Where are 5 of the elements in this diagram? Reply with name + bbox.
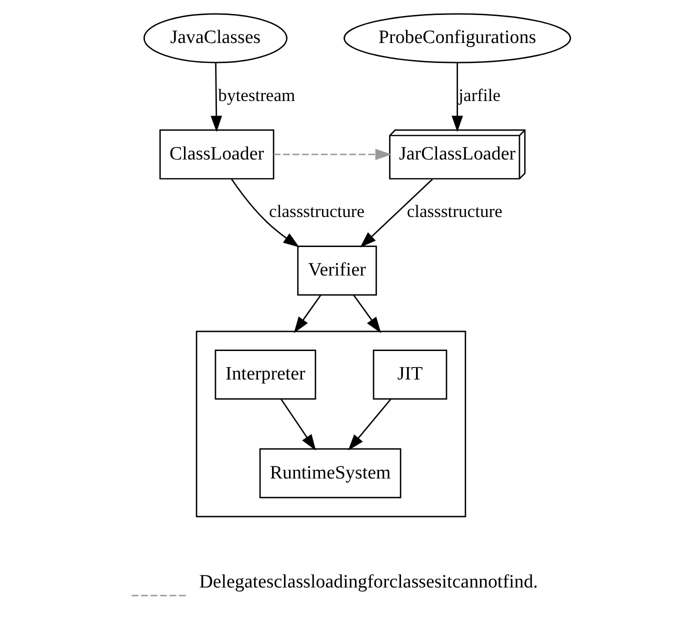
legend-label: Delegatesclassloadingforclassesitcannotfind.	[199, 572, 538, 593]
edge-label: classstructure	[269, 201, 365, 222]
edge-label: classstructure	[406, 201, 502, 222]
edge-label: jarfile	[458, 84, 501, 105]
edge-label: bytestream	[218, 84, 296, 105]
